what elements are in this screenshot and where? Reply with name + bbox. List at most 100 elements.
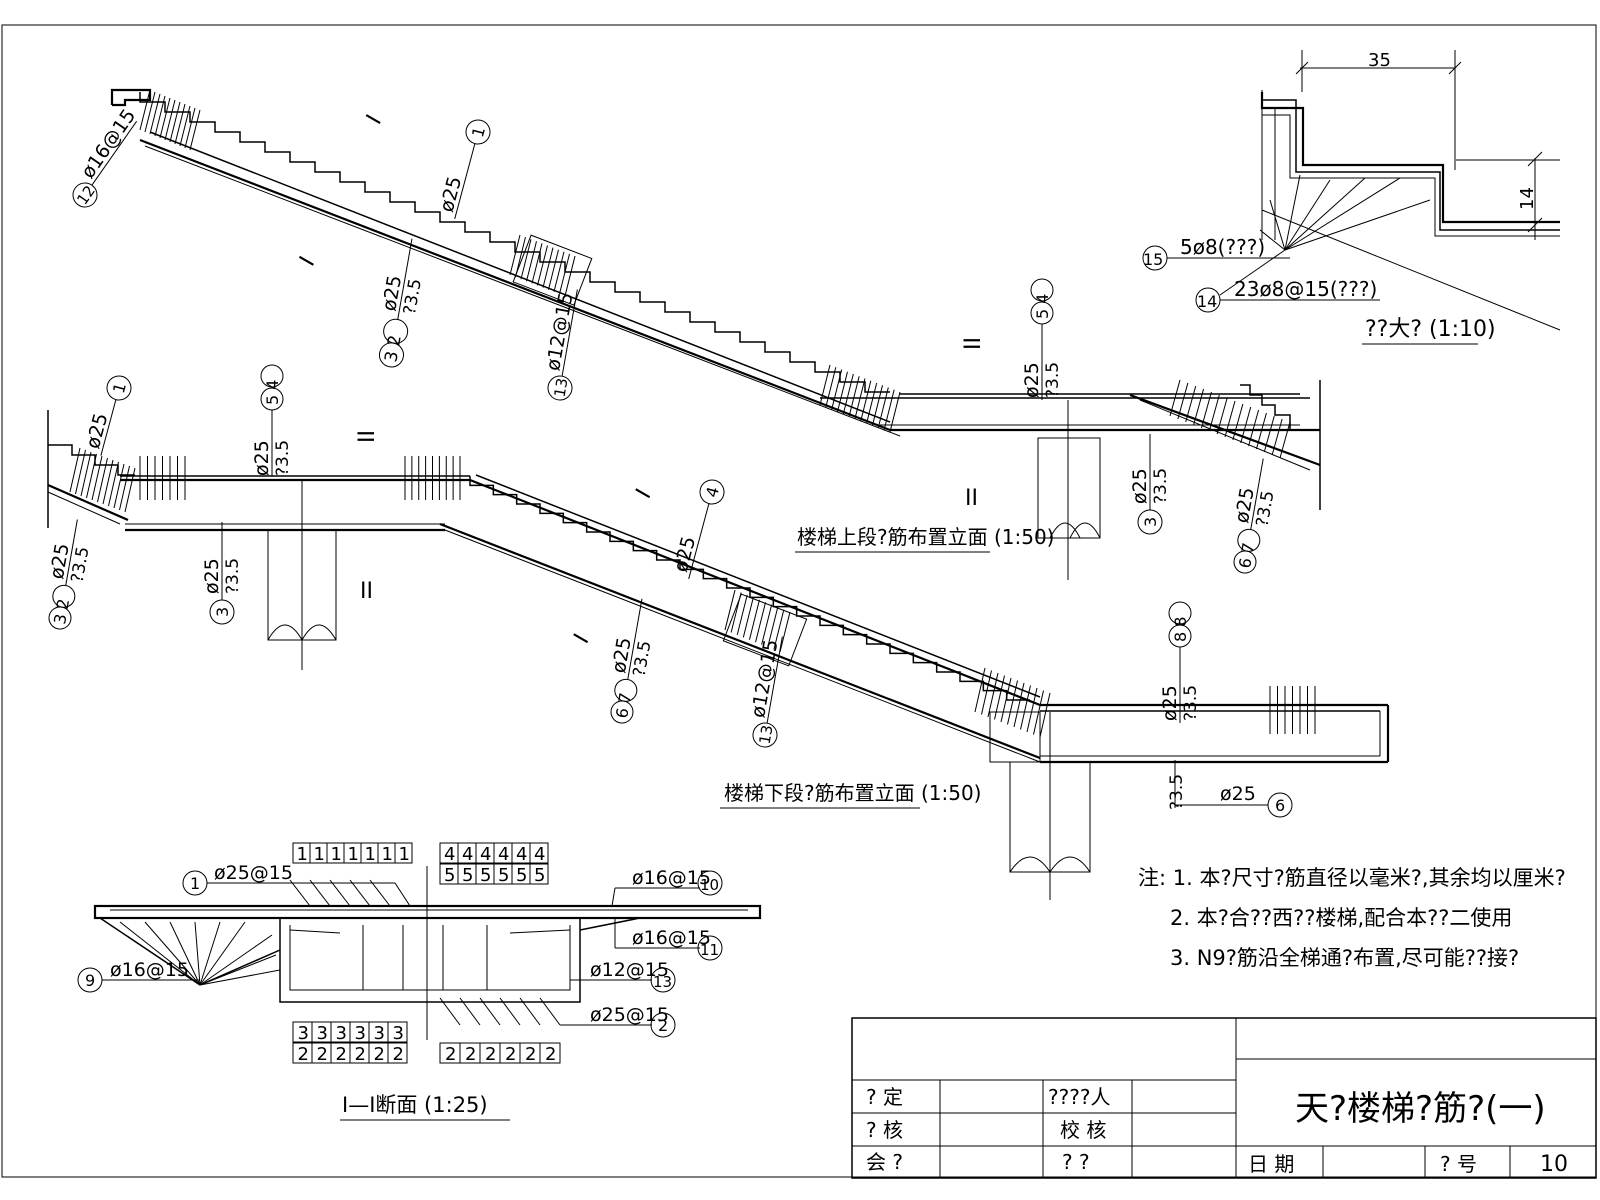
rebar-hatch-line	[819, 364, 831, 406]
digit-label: 4	[480, 844, 491, 865]
digit-label: 2	[317, 1044, 328, 1065]
rebar-hatch-line	[1255, 412, 1267, 450]
digit-label: 2	[393, 1044, 404, 1065]
rebar-hatch-line	[994, 675, 1005, 720]
rebar-hatch-line	[755, 602, 767, 643]
upper-callout-54-numbers: 5 4	[1033, 294, 1052, 319]
rebar-hatch-line	[548, 249, 559, 290]
detail-callout-15-text: 5ø8(???)	[1180, 235, 1265, 259]
digit-label: 1	[297, 844, 308, 865]
lower-callout-54-sub: ?3.5	[273, 440, 293, 476]
upper-callout-54-text: ø25	[1021, 362, 1043, 398]
digit-label: 1	[382, 844, 393, 865]
rebar-hatch-line	[189, 109, 201, 151]
rebar-hatch-line	[883, 389, 895, 430]
date-label: 日 期	[1248, 1152, 1294, 1176]
digit-label: 2	[505, 1044, 516, 1065]
rebar-hatch-line	[1007, 680, 1018, 725]
rebar-hatch-line	[854, 378, 866, 419]
rebar-hatch-line	[124, 467, 136, 513]
rebar-hatch-line	[113, 463, 125, 509]
digit-label: 4	[498, 844, 509, 865]
rebar-hatch-line	[144, 91, 156, 133]
rebar-hatch-line	[169, 101, 181, 143]
digit-label: 3	[298, 1023, 309, 1044]
digit-label: 5	[534, 865, 545, 886]
rebar-hatch-line	[184, 107, 196, 149]
rebar-hatch-line	[825, 367, 837, 408]
rebar-hatch-line	[1232, 403, 1244, 441]
detail-view-title: ??大? (1:10)	[1365, 317, 1496, 342]
digit-label: 3	[317, 1023, 328, 1044]
digit-label: 4	[534, 844, 545, 865]
rebar-hatch-line	[872, 385, 883, 426]
rebar-hatch-line	[889, 391, 901, 433]
rebar-hatch-line	[531, 243, 543, 284]
upper-callout-3-number: 3	[1141, 517, 1160, 527]
lower-callout-4-number: 4	[702, 485, 723, 500]
note-line-1: 注: 1. 本?尺寸?筋直径以毫米?,其余均以厘米?	[1138, 866, 1566, 890]
rebar-hatch-line	[553, 251, 565, 292]
upper-callout-3-text: ø25	[1129, 468, 1151, 504]
digit-label: 3	[336, 1023, 347, 1044]
title-block-r3c2: ? ?	[1062, 1150, 1090, 1174]
rebar-hatch-line	[981, 670, 992, 715]
rebar-hatch-line	[119, 465, 130, 511]
rebar-hatch-line	[164, 99, 176, 141]
rebar-hatch-line	[1039, 692, 1051, 738]
digit-label: 5	[444, 865, 455, 886]
lower-section-mark-2: I	[632, 485, 657, 503]
section-callout-11-text: ø16@15	[632, 927, 711, 949]
lower-callout-1-text: ø25	[82, 411, 113, 451]
rebar-hatch-line	[509, 234, 521, 276]
rebar-hatch-line	[742, 597, 754, 638]
lower-callout-3-text: ø25	[201, 558, 223, 594]
rebar-hatch-line	[154, 95, 166, 137]
rebar-hatch-line	[80, 451, 92, 497]
digit-label: 1	[399, 844, 410, 865]
rebar-hatch-line	[767, 606, 779, 648]
digit-label: 1	[314, 844, 325, 865]
upper-flight: I I II II 12 ø16@15 1 ø25 3 2 ø25 ?3.5	[72, 88, 1321, 580]
section-callout-13-number: 13	[653, 973, 672, 991]
rebar-hatch-line	[75, 449, 86, 495]
rebar-hatch-line	[736, 594, 748, 636]
detail-callout-14-number: 14	[1197, 292, 1217, 311]
digit-label: 4	[462, 844, 473, 865]
upper-callout-13-text: ø12@15	[542, 291, 577, 373]
lower-callout-1-number: 1	[109, 381, 130, 396]
rebar-hatch-line	[974, 667, 986, 713]
lower-callout-88-text: ø25	[1159, 685, 1181, 721]
drawing-number-value: 10	[1540, 1152, 1568, 1177]
section-callout-1-number: 1	[190, 874, 200, 893]
rebar-hatch-line	[773, 609, 785, 650]
rebar-hatch-line	[837, 371, 848, 412]
digit-box	[529, 863, 549, 885]
rebar-hatch-line	[1185, 385, 1197, 423]
rebar-hatch-line	[748, 599, 760, 640]
rebar-hatch-line	[877, 387, 889, 428]
digit-label: 2	[298, 1044, 309, 1065]
lower-bottom-sub: ?3.5	[1167, 774, 1187, 810]
rebar-hatch-line	[761, 604, 773, 645]
rebar-hatch-line	[564, 255, 576, 297]
rebar-hatch-line	[179, 105, 191, 147]
digit-label: 2	[336, 1044, 347, 1065]
lower-callout-54-numbers: 5 4	[263, 380, 282, 405]
section-callout-2-number: 2	[658, 1016, 668, 1035]
upper-callout-1-text: ø25	[436, 174, 467, 214]
title-block-r3c1: 会 ?	[866, 1150, 903, 1174]
digit-label: 5	[480, 865, 491, 886]
title-block: ? 定 ????人 ? 核 校 核 会 ? ? ? 天?楼梯?筋?(一) 日 期…	[851, 1017, 1597, 1179]
rebar-hatch-line	[86, 453, 97, 499]
digit-box	[529, 842, 549, 864]
upper-callout-67-numbers: 6 7	[1235, 541, 1258, 569]
upper-callout-3-sub: ?3.5	[1151, 468, 1171, 504]
section-callout-13-text: ø12@15	[590, 959, 669, 981]
digit-label: 5	[516, 865, 527, 886]
lower-callout-6-number: 6	[1275, 796, 1285, 815]
rebar-hatch-line	[537, 245, 548, 286]
drawing-frame	[1, 24, 1597, 1178]
